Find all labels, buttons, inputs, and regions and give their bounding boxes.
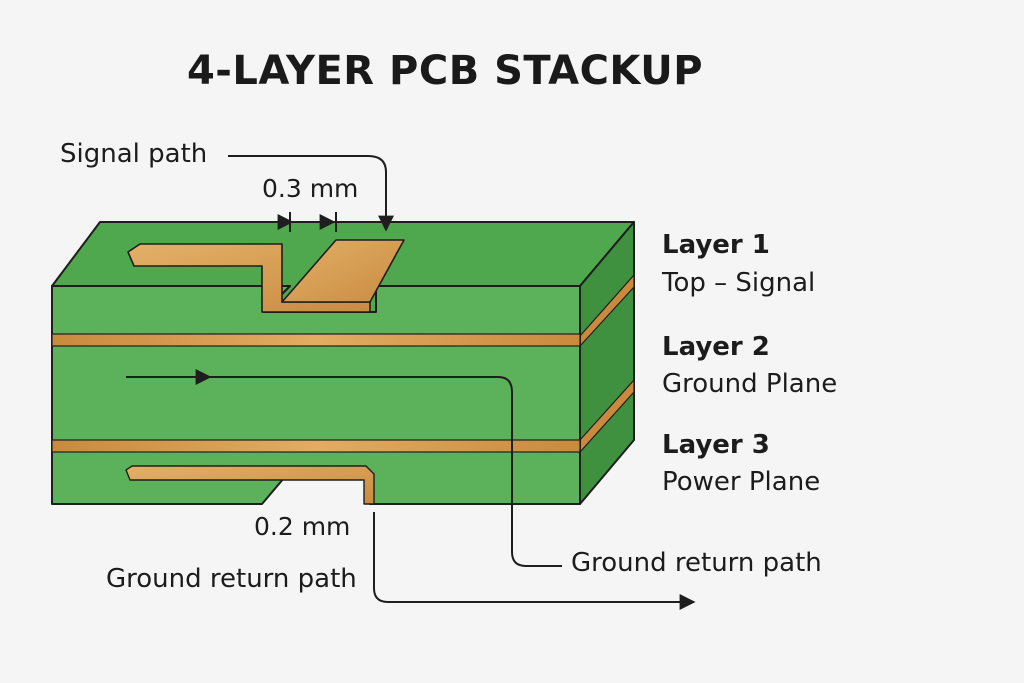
ground-return-left-label: Ground return path: [106, 564, 357, 594]
layer-3-name: Layer 3: [662, 430, 770, 460]
ground-return-path-line: [210, 376, 562, 567]
signal-path-label: Signal path: [60, 139, 208, 169]
layer-3-power-plane-copper: [51, 439, 581, 453]
layer-1-role: Top – Signal: [662, 268, 816, 298]
layer-2-ground-plane-copper: [51, 333, 581, 347]
layer-1-name: Layer 1: [662, 230, 770, 260]
layer-2-name: Layer 2: [662, 332, 770, 362]
bottom-gap-label: 0.2 mm: [254, 512, 351, 541]
layer-2-role: Ground Plane: [662, 369, 838, 399]
bottom-trace: [125, 465, 375, 505]
trace-width-dimension: [277, 212, 337, 232]
signal-path-leader: [228, 155, 394, 232]
layer-3-role: Power Plane: [662, 467, 821, 497]
top-signal-trace: [127, 239, 405, 313]
trace-width-label: 0.3 mm: [262, 174, 359, 203]
bottom-return-path-arrow: [373, 512, 696, 610]
page-title: 4-LAYER PCB STACKUP: [186, 48, 704, 94]
ground-return-right-label: Ground return path: [571, 548, 822, 578]
